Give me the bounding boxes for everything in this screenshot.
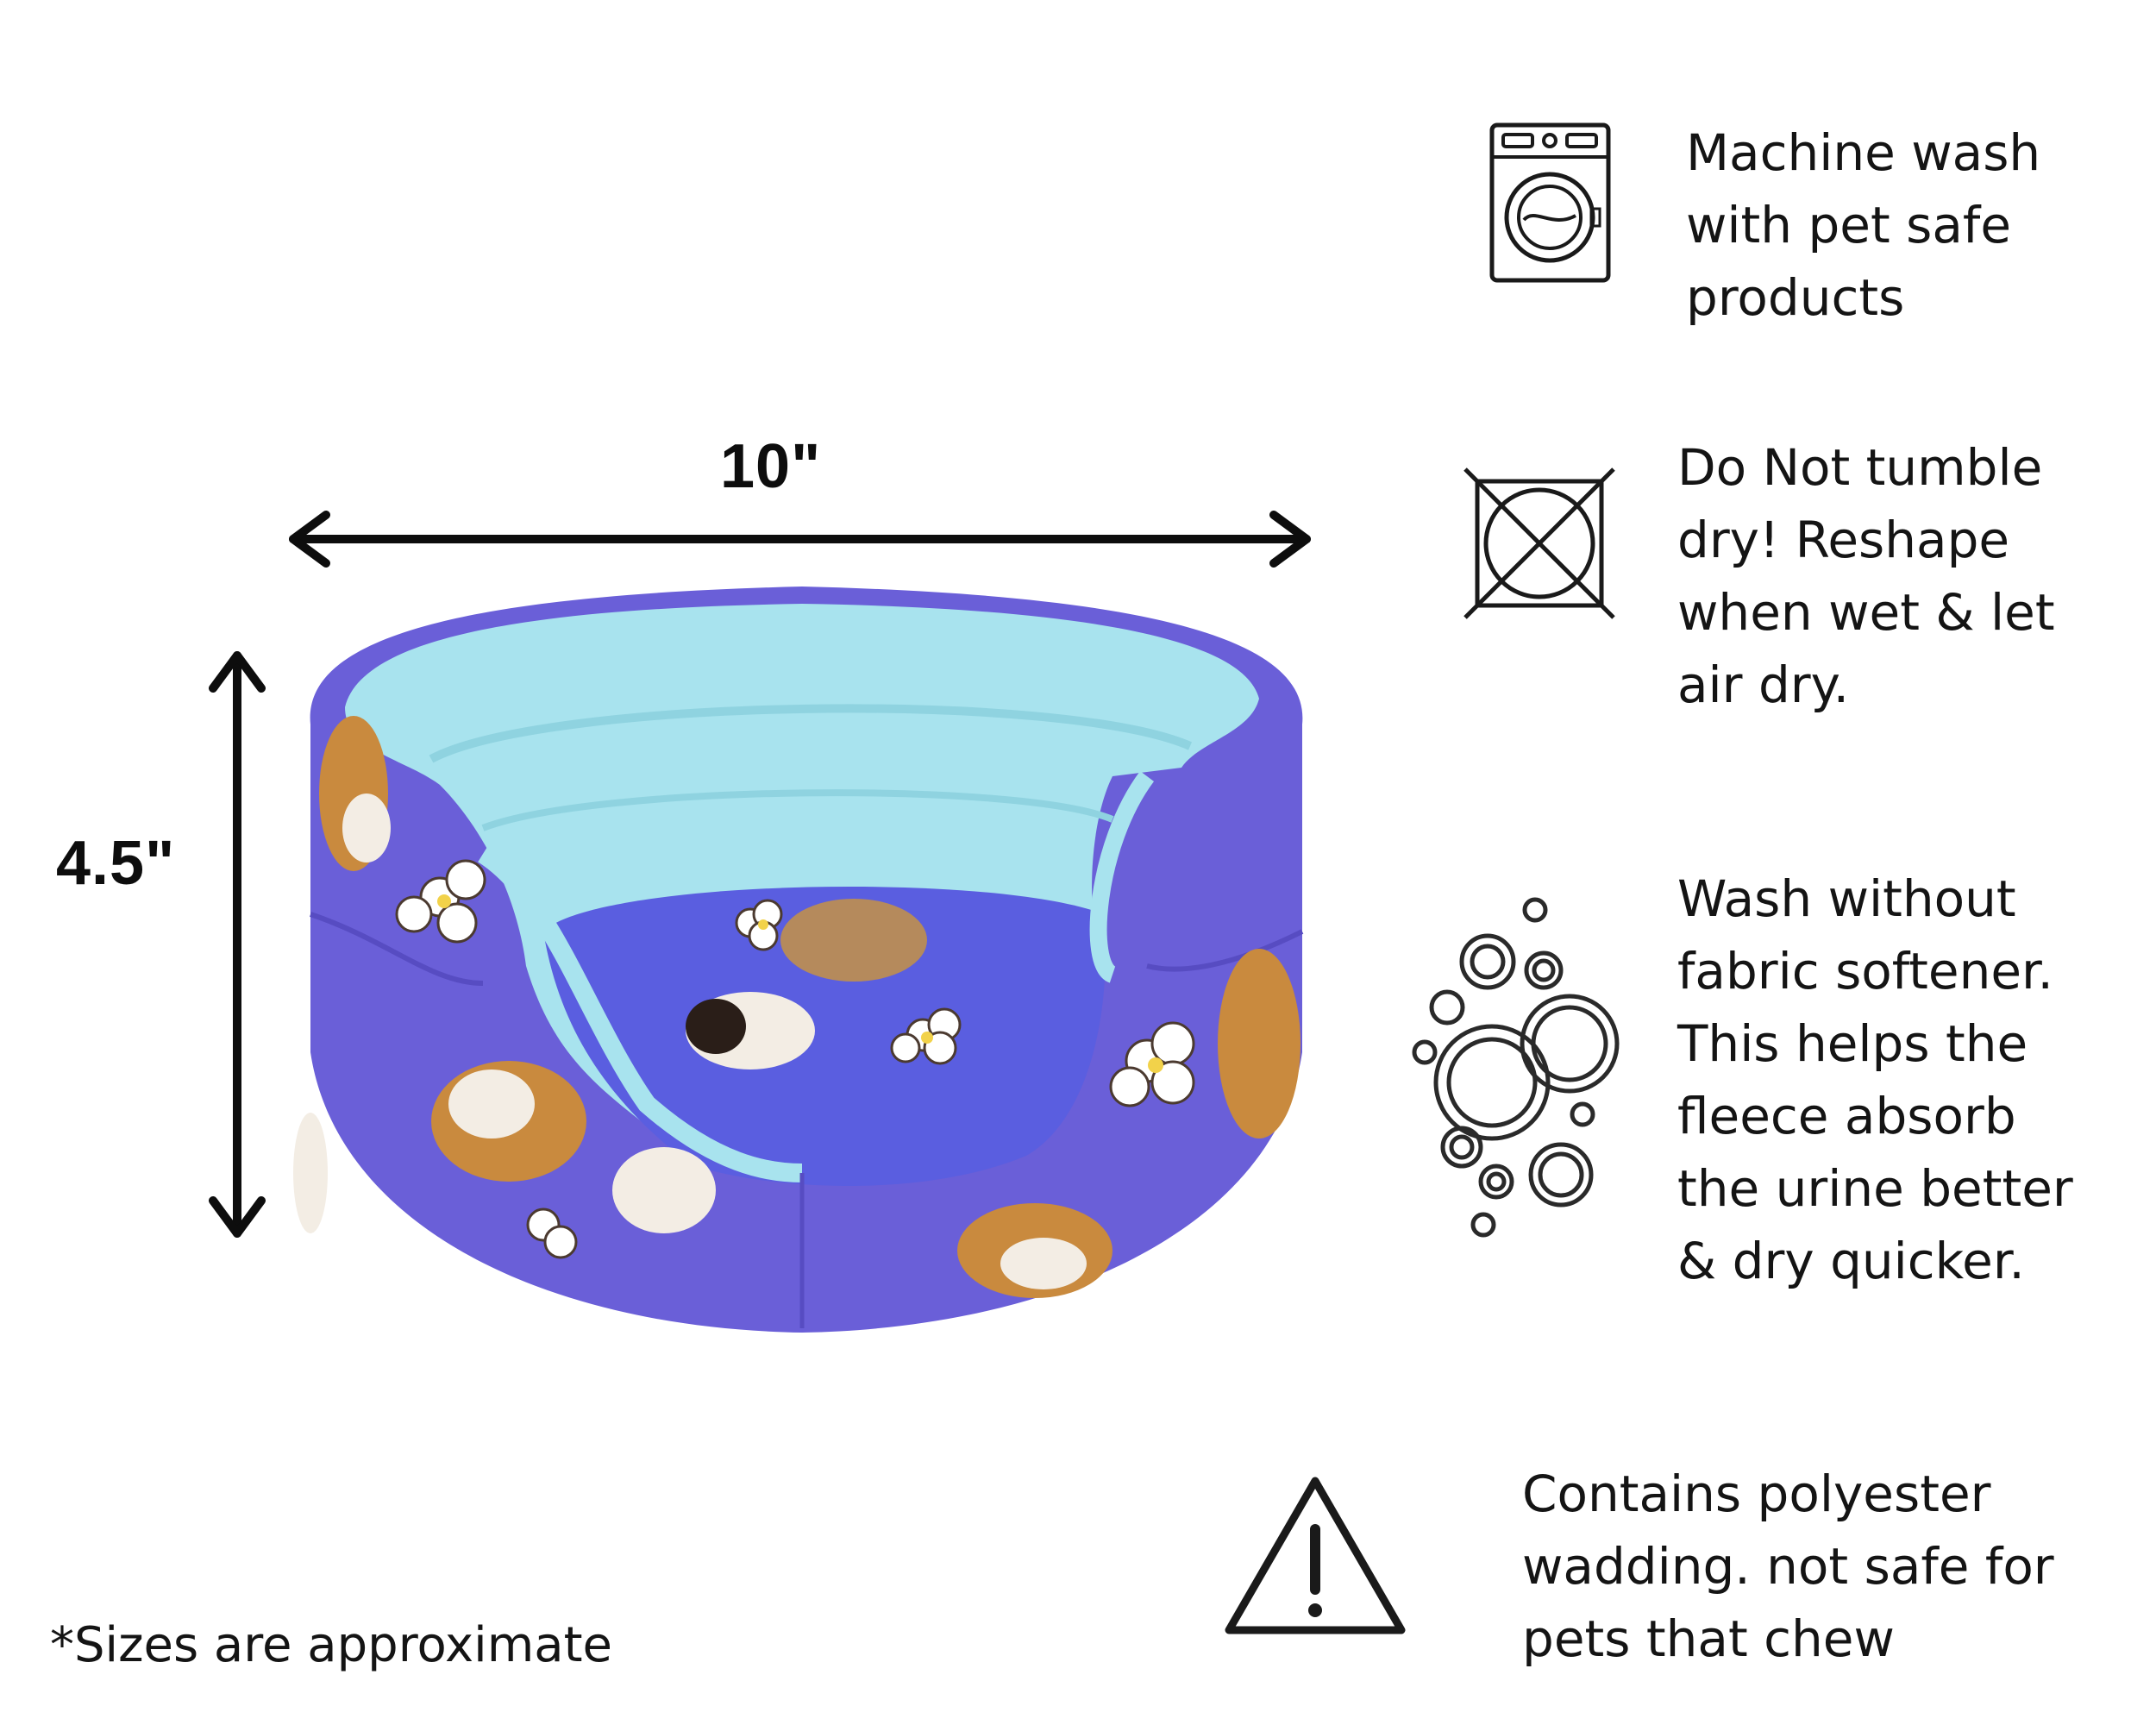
width-label: 10" <box>720 432 822 501</box>
height-label: 4.5" <box>56 829 176 898</box>
feature-text-wadding-warning: Contains polyester wadding. not safe for… <box>1522 1465 2054 1668</box>
sizes-footnote: *Sizes are approximate <box>50 1617 613 1673</box>
height-arrow <box>209 651 266 1238</box>
washing-machine-icon <box>1489 122 1611 283</box>
width-arrow <box>289 511 1311 568</box>
bubbles-icon <box>1412 897 1620 1238</box>
feature-text-softener: Wash without fabric softener. This helps… <box>1677 869 2073 1290</box>
do-not-tumble-dry-icon <box>1463 467 1615 619</box>
feature-text-tumble-dry: Do Not tumble dry! Reshape when wet & le… <box>1677 438 2055 714</box>
feature-text-machine-wash: Machine wash with pet safe products <box>1686 123 2041 327</box>
pet-bed-image <box>293 586 1304 1333</box>
warning-icon <box>1225 1477 1406 1634</box>
